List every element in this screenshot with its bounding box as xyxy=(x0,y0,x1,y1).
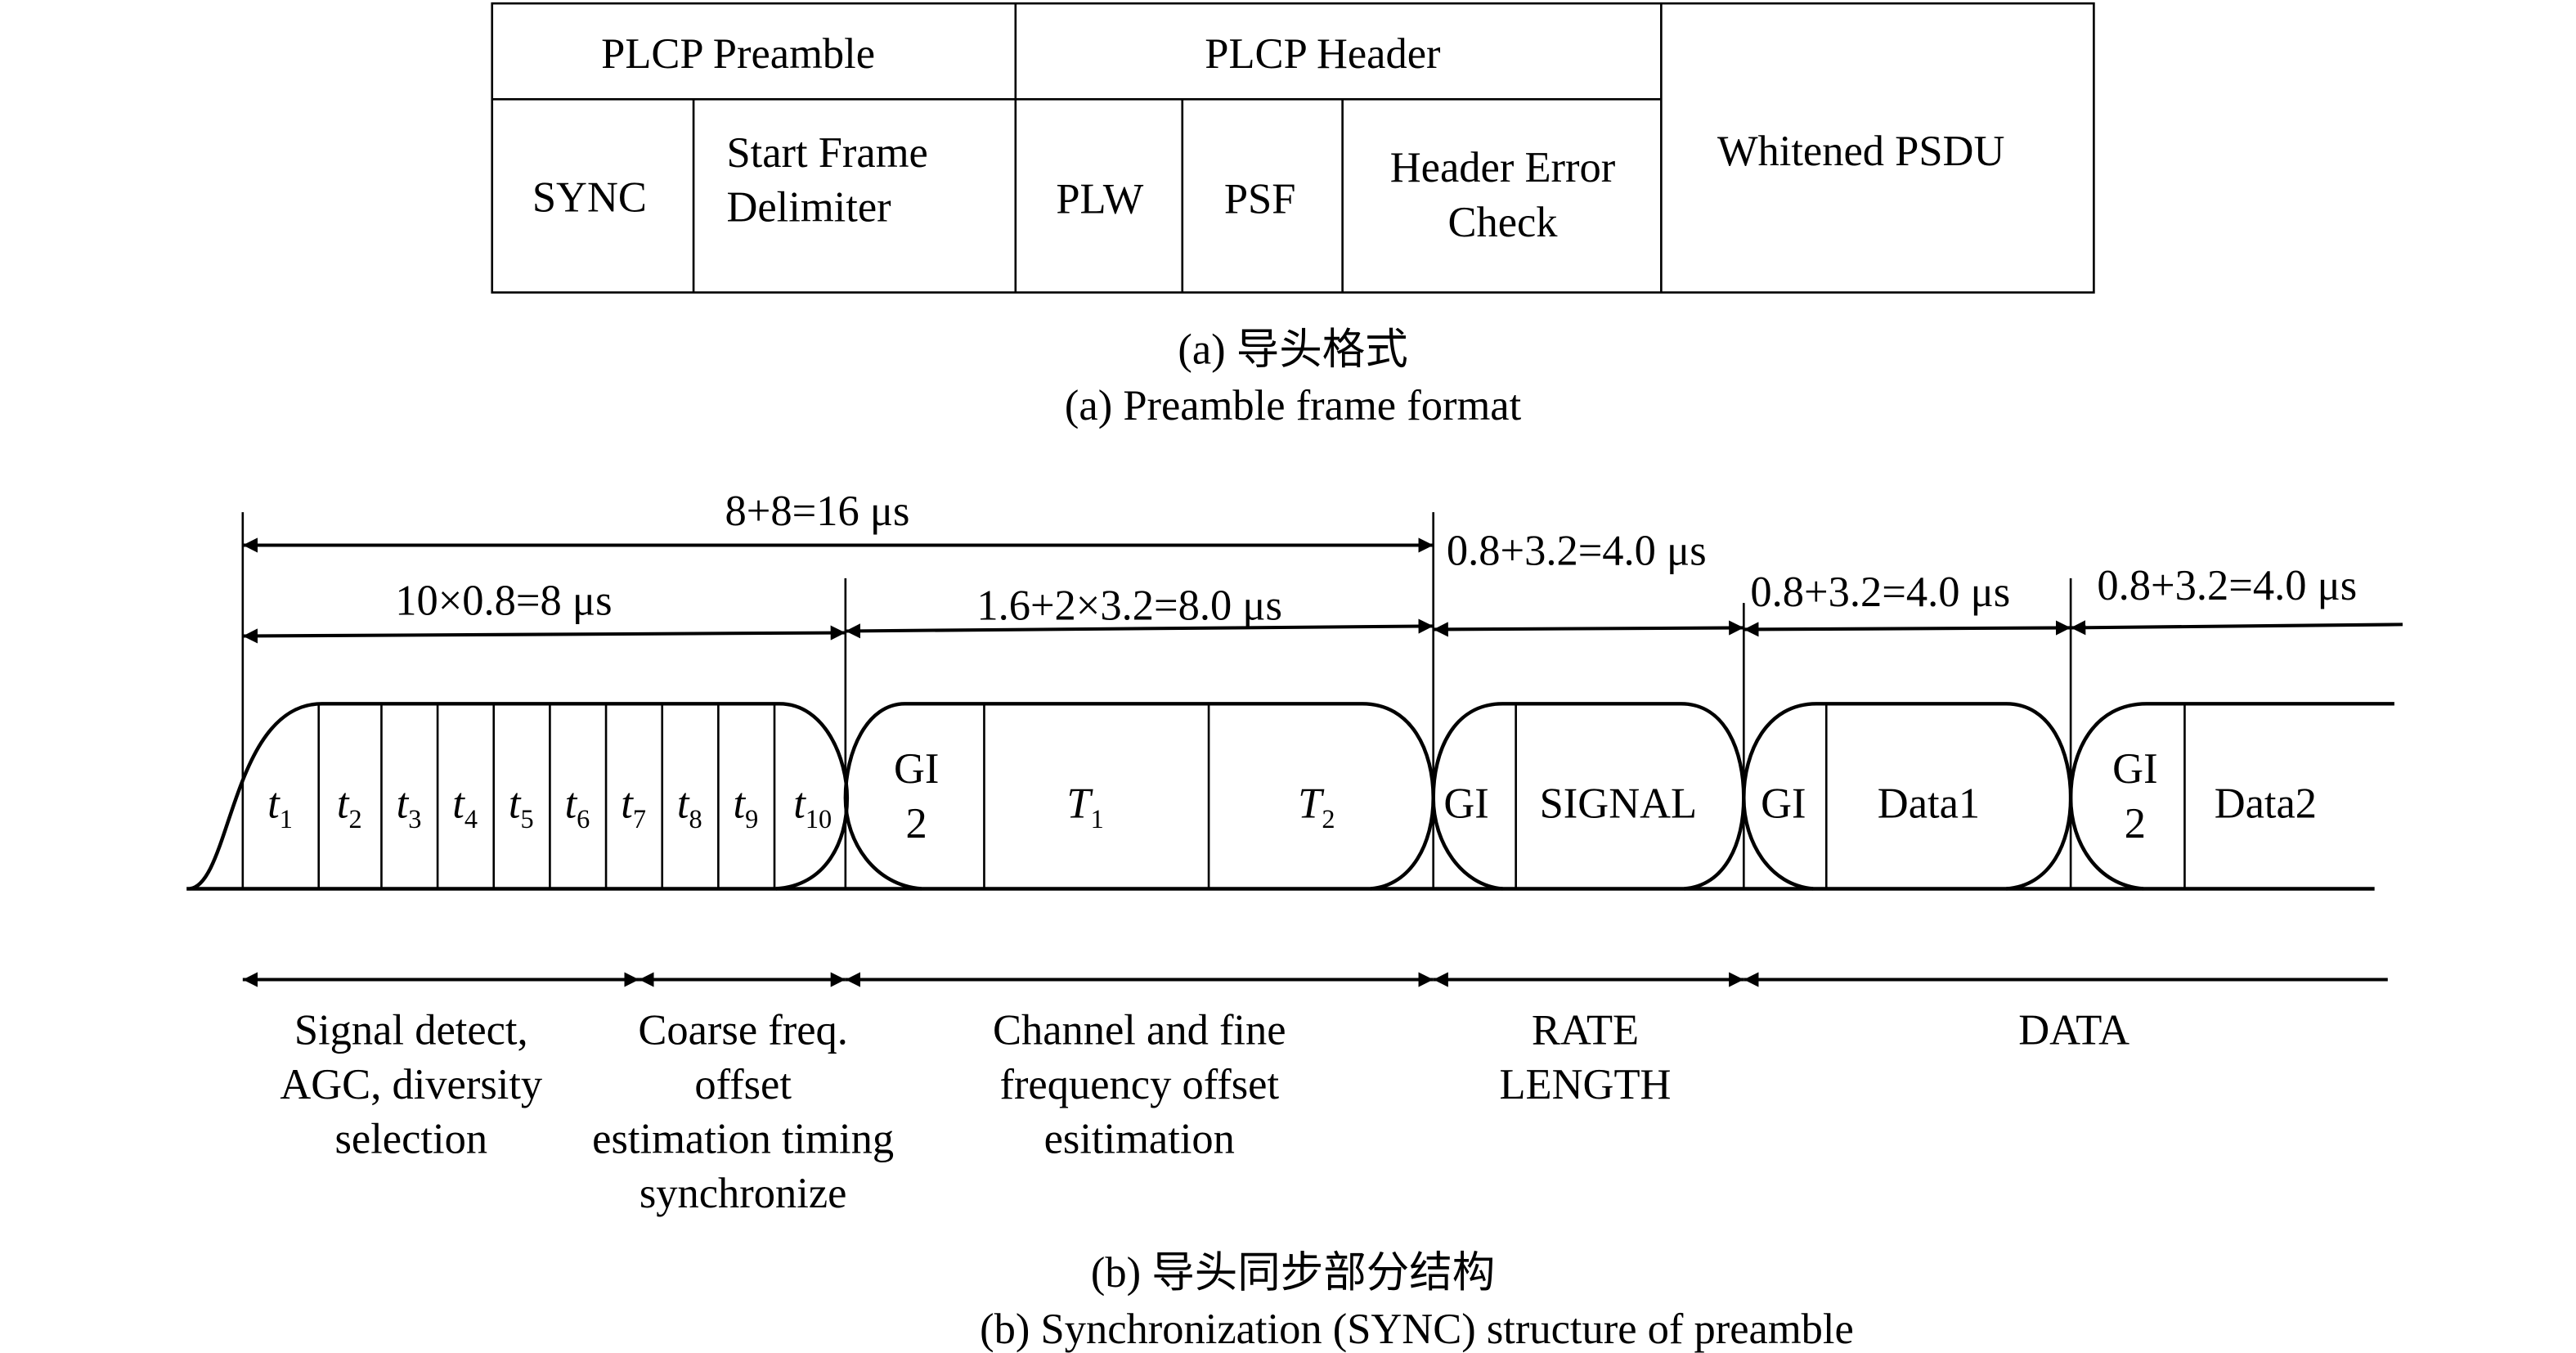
signal-label: SIGNAL xyxy=(1540,780,1698,828)
function-label-coarse: synchronize xyxy=(640,1170,847,1217)
gi2-label-line1: GI xyxy=(894,745,939,793)
caption-b-en: (b) Synchronization (SYNC) structure of … xyxy=(980,1306,1854,1353)
caption-b-cn: (b) 导头同步部分结构 xyxy=(1091,1249,1495,1297)
waveform: t1 t2 t3 t4 t5 t6 t7 t8 t9 t10 GI 2 T1 T2 GI SIGN… xyxy=(186,702,2394,891)
group-plcp-header: PLCP Header xyxy=(1205,30,1441,78)
long-symbol-t2: T2 xyxy=(1298,780,1335,834)
function-label-coarse: estimation timing xyxy=(592,1116,894,1163)
field-psf: PSF xyxy=(1224,176,1296,223)
short-symbol-t4: t4 xyxy=(452,780,478,834)
field-sync: SYNC xyxy=(532,174,647,222)
data2-label: Data2 xyxy=(2215,780,2317,828)
function-label-channel: frequency offset xyxy=(999,1061,1279,1108)
caption-a-cn: (a) 导头格式 xyxy=(1178,326,1407,373)
dim-data2: 0.8+3.2=4.0 μs xyxy=(2097,562,2357,609)
short-symbol-t8: t8 xyxy=(677,780,702,834)
field-hec-line1: Header Error xyxy=(1390,144,1616,191)
signal-gi-label: GI xyxy=(1443,780,1488,828)
data2-gi2-line1: GI xyxy=(2112,745,2157,793)
field-whitened-psdu: Whitened PSDU xyxy=(1717,128,2004,175)
dim-long-training: 1.6+2×3.2=8.0 μs xyxy=(976,582,1282,629)
function-label-channel: Channel and fine xyxy=(993,1006,1286,1054)
function-label-signal-detect: Signal detect, xyxy=(294,1006,528,1054)
gi2-label-line2: 2 xyxy=(906,800,927,847)
field-sfd-line1: Start Frame xyxy=(726,129,927,177)
short-symbol-t1: t1 xyxy=(267,780,293,834)
data1-label: Data1 xyxy=(1878,780,1980,828)
caption-a-en: (a) Preamble frame format xyxy=(1065,382,1522,429)
short-symbol-t2: t2 xyxy=(337,780,362,834)
function-ranges: Signal detect, AGC, diversity selection Coa… xyxy=(242,972,2388,1217)
group-plcp-preamble: PLCP Preamble xyxy=(601,30,875,78)
function-label-rate: RATE xyxy=(1532,1006,1639,1054)
frame-format-table: PLCP Preamble PLCP Header Whitened PSDU … xyxy=(491,2,2095,294)
function-label-coarse: offset xyxy=(694,1061,792,1108)
function-label-data: DATA xyxy=(2018,1006,2129,1054)
dim-data1: 0.8+3.2=4.0 μs xyxy=(1750,569,2010,616)
short-symbol-t3: t3 xyxy=(397,780,422,834)
function-label-signal-detect: AGC, diversity xyxy=(280,1061,543,1108)
dim-total: 8+8=16 μs xyxy=(725,488,910,535)
field-hec-line2: Check xyxy=(1447,199,1558,246)
long-symbol-t1: T1 xyxy=(1066,780,1103,834)
field-sfd-line2: Delimiter xyxy=(726,184,891,231)
short-symbol-t7: t7 xyxy=(621,780,646,834)
dim-short-training: 10×0.8=8 μs xyxy=(395,577,612,624)
data1-gi-label: GI xyxy=(1761,780,1806,828)
function-label-coarse: Coarse freq. xyxy=(638,1006,848,1054)
short-symbol-t10: t10 xyxy=(793,780,832,834)
function-label-signal-detect: selection xyxy=(334,1116,487,1163)
dim-signal: 0.8+3.2=4.0 μs xyxy=(1447,528,1707,575)
short-symbol-t9: t9 xyxy=(734,780,759,834)
function-label-rate: LENGTH xyxy=(1499,1061,1671,1108)
data2-gi2-line2: 2 xyxy=(2125,800,2146,847)
short-symbol-t5: t5 xyxy=(509,780,534,834)
short-symbol-labels: t1 t2 t3 t4 t5 t6 t7 t8 t9 t10 xyxy=(267,780,832,834)
short-symbol-t6: t6 xyxy=(565,780,590,834)
field-plw: PLW xyxy=(1056,176,1143,223)
timing-dimensions: 8+8=16 μs 10×0.8=8 μs 1.6+2×3.2=8.0 μs 0… xyxy=(241,488,2403,889)
function-label-channel: esitimation xyxy=(1044,1116,1235,1163)
